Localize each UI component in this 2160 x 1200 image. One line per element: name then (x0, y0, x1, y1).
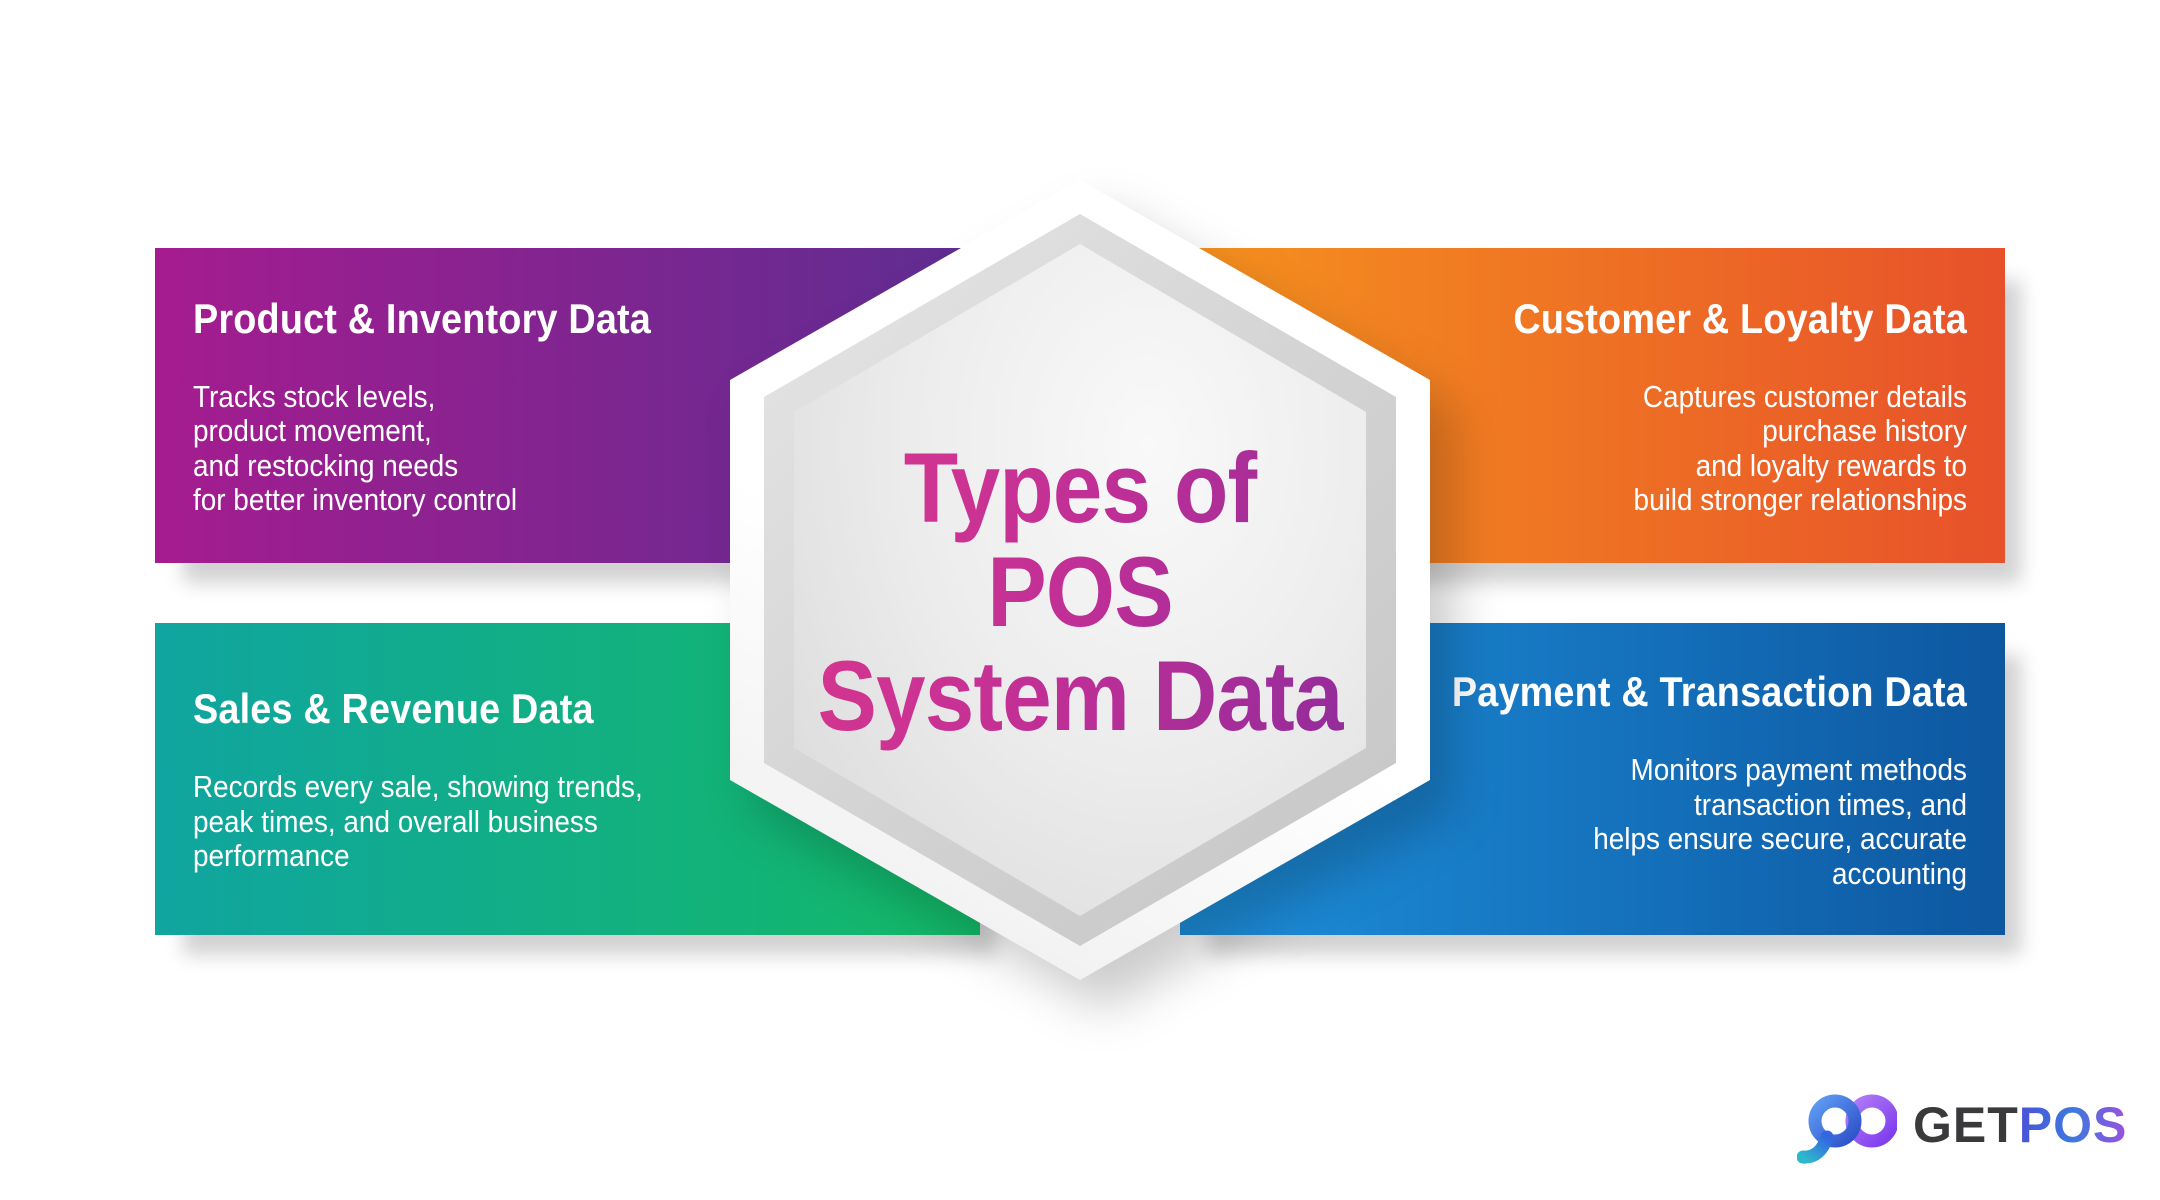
getpos-logo: GETPOS (1797, 1075, 2127, 1175)
body-line: and loyalty rewards to (1695, 447, 1967, 483)
body-line: accounting (1832, 855, 1967, 891)
panel-sales-revenue-body: Records every sale, showing trends, peak… (193, 770, 867, 874)
body-line: and restocking needs (193, 447, 459, 483)
wordmark-pos: POS (2018, 1097, 2128, 1153)
center-title-line: POS (987, 536, 1173, 647)
body-line: Captures customer details (1642, 378, 1967, 414)
body-line: product movement, (193, 413, 432, 448)
wordmark-get: GET (1913, 1097, 2019, 1153)
panel-payment-transaction-body: Monitors payment methods transaction tim… (1293, 752, 1967, 891)
body-line: transaction times, and (1694, 786, 1967, 822)
panel-customer-loyalty-body: Captures customer details purchase histo… (1293, 378, 1967, 518)
panel-payment-transaction-title: Payment & Transaction Data (1451, 668, 1967, 715)
getpos-wordmark: GETPOS (1913, 1096, 2127, 1154)
body-line: purchase history (1762, 413, 1967, 448)
body-line: performance (193, 838, 350, 874)
body-line: helps ensure secure, accurate (1593, 821, 1967, 856)
panel-product-inventory-body: Tracks stock levels, product movement, a… (193, 378, 867, 518)
body-line: Tracks stock levels, (193, 378, 436, 414)
body-line: Records every sale, showing trends, (193, 769, 643, 805)
panel-product-inventory-title: Product & Inventory Data (193, 294, 652, 342)
center-title: Types of POS System Data (765, 180, 1395, 980)
panel-customer-loyalty-title: Customer & Loyalty Data (1513, 294, 1967, 342)
body-line: Monitors payment methods (1630, 752, 1967, 787)
body-line: for better inventory control (193, 482, 518, 517)
body-line: peak times, and overall business (193, 803, 598, 839)
center-hexagon: Types of POS System Data (730, 180, 1430, 980)
center-title-line: Types of (903, 432, 1257, 543)
panel-sales-revenue-title: Sales & Revenue Data (193, 685, 594, 733)
center-title-line: System Data (817, 640, 1343, 751)
gp-monogram-icon (1797, 1077, 1897, 1164)
body-line: build stronger relationships (1633, 482, 1967, 517)
